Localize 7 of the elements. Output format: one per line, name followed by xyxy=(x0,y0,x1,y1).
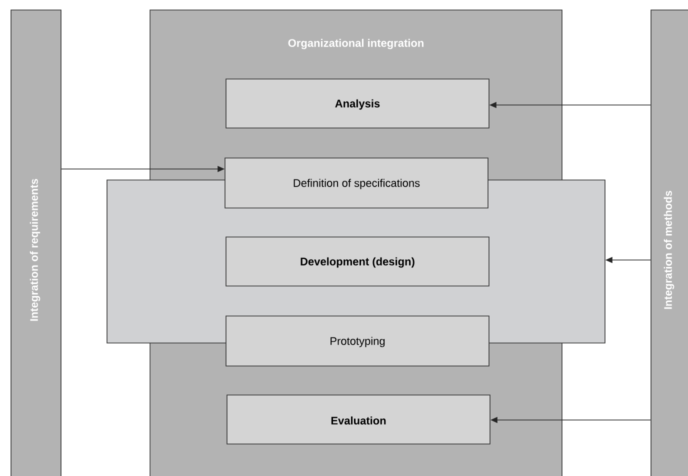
process-box: Evaluation xyxy=(226,394,490,444)
process-box: Prototyping xyxy=(226,316,490,366)
side-bar: Integration of methods xyxy=(650,10,688,476)
process-box: Development (design) xyxy=(226,236,490,286)
process-box: Analysis xyxy=(226,78,490,128)
side-bar: Integration of requirements xyxy=(10,10,62,476)
process-box: Definition of specifications xyxy=(224,158,488,208)
